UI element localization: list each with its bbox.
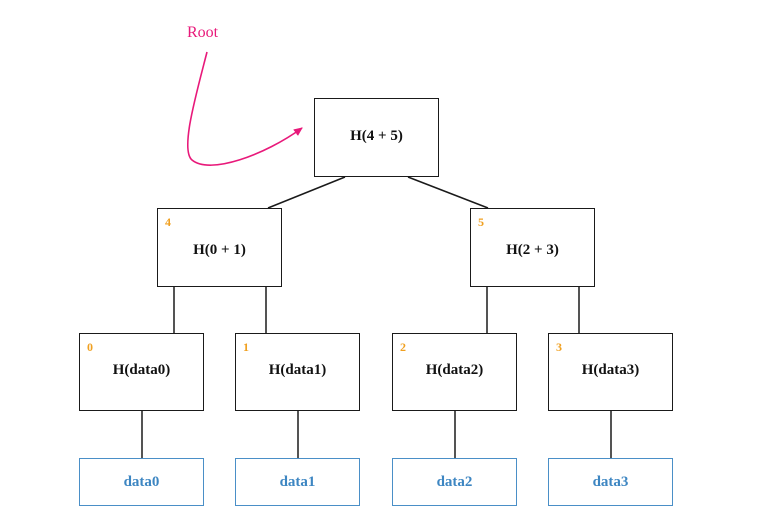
data-block-label: data3 <box>592 473 629 490</box>
hash-node-label: H(data3) <box>581 362 640 378</box>
hash-node-4: 4 H(0 + 1) <box>157 208 282 287</box>
root-node: H(4 + 5) <box>314 98 439 177</box>
data-block-label: data0 <box>123 473 160 490</box>
node-index: 5 <box>478 215 484 229</box>
data-block-3: data3 <box>548 458 673 506</box>
root-annotation-label: Root <box>187 24 219 41</box>
node-index: 3 <box>556 340 562 354</box>
hash-node-label: H(0 + 1) <box>193 242 246 258</box>
root-node-label: H(4 + 5) <box>350 128 403 144</box>
node-index: 1 <box>243 340 249 354</box>
data-block-0: data0 <box>79 458 204 506</box>
root-pointer-arrow <box>186 51 303 166</box>
hash-node-3: 3 H(data3) <box>548 333 673 411</box>
hash-node-label: H(2 + 3) <box>506 242 559 258</box>
edge-root-to-node5 <box>407 176 489 209</box>
hash-node-label: H(data0) <box>112 362 171 378</box>
data-block-2: data2 <box>392 458 517 506</box>
hash-node-label: H(data1) <box>268 362 327 378</box>
hash-node-1: 1 H(data1) <box>235 333 360 411</box>
hash-node-label: H(data2) <box>425 362 484 378</box>
edge-root-to-node4 <box>267 176 346 209</box>
node-index: 2 <box>400 340 406 354</box>
data-block-label: data1 <box>279 473 316 490</box>
node-index: 0 <box>87 340 93 354</box>
hash-node-0: 0 H(data0) <box>79 333 204 411</box>
hash-node-5: 5 H(2 + 3) <box>470 208 595 287</box>
data-block-label: data2 <box>436 473 473 490</box>
hash-node-2: 2 H(data2) <box>392 333 517 411</box>
node-index: 4 <box>165 215 171 229</box>
data-block-1: data1 <box>235 458 360 506</box>
